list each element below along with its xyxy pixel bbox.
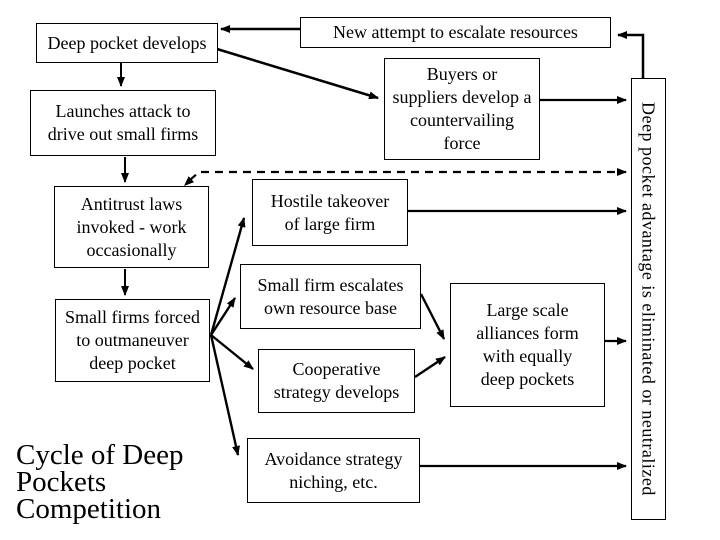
node-antitrust-laws: Antitrust laws invoked - work occasional…: [54, 186, 209, 268]
node-deep-pocket-develops: Deep pocket develops: [36, 23, 218, 63]
arrow-fan-to-escalates: [209, 297, 237, 336]
node-new-attempt: New attempt to escalate resources: [300, 17, 611, 48]
arrow-escalates-to-alliances: [419, 293, 446, 340]
arrow-antitrust-outcome-dashed: [189, 168, 627, 181]
node-outcome-vertical: Deep pocket advantage is eliminated or n…: [631, 78, 666, 520]
node-hostile-takeover: Hostile takeover of large firm: [252, 179, 408, 246]
node-avoidance-strategy: Avoidance strategy niching, etc.: [247, 438, 420, 503]
arrow-deeppocket-to-buyers: [216, 47, 379, 100]
node-large-scale-alliances: Large scale alliances form with equally …: [450, 283, 605, 407]
node-launches-attack: Launches attack to drive out small firms: [30, 90, 216, 156]
node-cooperative-strategy: Cooperative strategy develops: [258, 349, 415, 413]
arrow-fan-to-avoidance: [209, 334, 240, 456]
node-buyers-suppliers: Buyers or suppliers develop a countervai…: [384, 58, 540, 160]
node-small-firm-escalates: Small firm escalates own resource base: [240, 264, 421, 329]
arrow-outcome-to-newattempt: [617, 31, 645, 78]
diagram-title: Cycle of Deep Pockets Competition: [16, 439, 184, 525]
arrow-fan-to-cooperative: [210, 334, 254, 370]
arrowhead-dashed-left: [184, 176, 194, 186]
node-small-firms-forced: Small firms forced to outmaneuver deep p…: [55, 299, 210, 382]
arrow-fan-to-hostile: [209, 217, 246, 336]
arrow-cooperative-to-alliances: [414, 356, 446, 378]
